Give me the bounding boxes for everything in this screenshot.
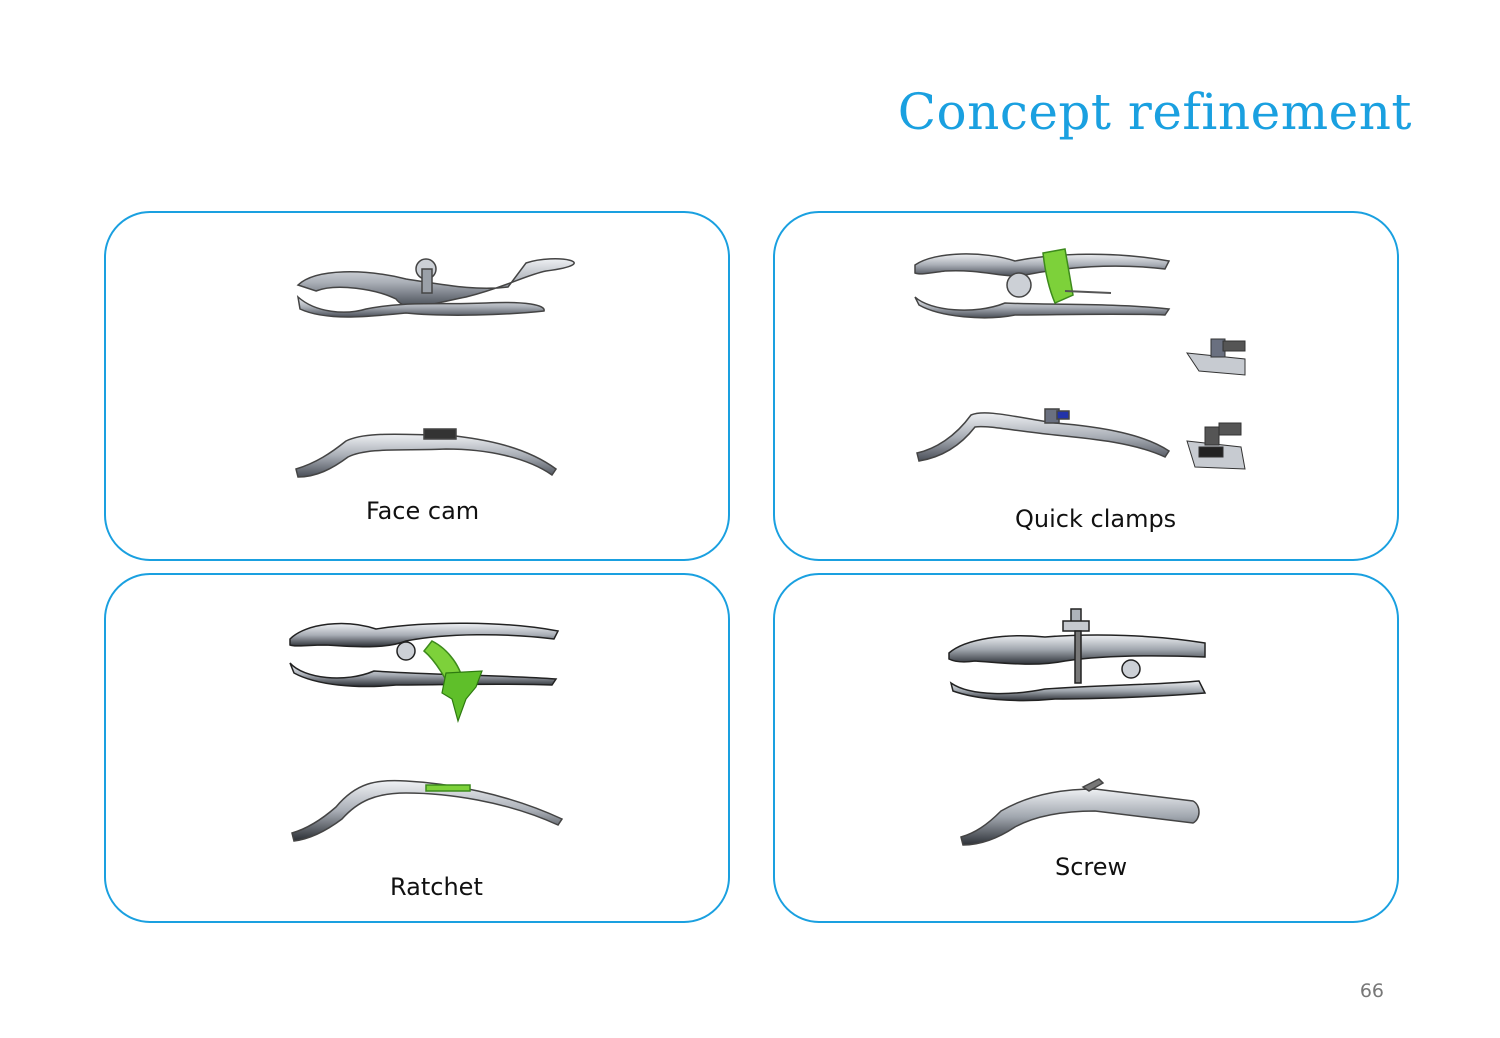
screw-top-view [948,608,1207,702]
concept-card-face-cam: Face cam [104,211,730,561]
screw-sketch [948,608,1207,846]
concept-caption: Ratchet [390,873,483,901]
slide-title: Concept refinement [897,83,1412,141]
ratchet-side-view [291,779,564,842]
concept-card-screw: Screw [773,573,1399,923]
ratchet-top-view [289,622,560,688]
clamp-detail-views [1185,338,1246,470]
concept-card-quick-clamps: Quick clamps [773,211,1399,561]
concept-card-ratchet: Ratchet [104,573,730,923]
screw-side-view [960,778,1200,846]
face-cam-top-view [296,258,575,318]
ratchet-trigger [441,670,483,723]
concept-caption: Quick clamps [1015,505,1177,533]
quick-clamp-lever [1042,248,1074,304]
quick-clamps-top-view [914,253,1171,319]
concept-caption: Face cam [366,497,480,525]
quick-clamps-side-view [916,408,1171,462]
concept-caption: Screw [1055,853,1128,881]
quick-clamps-sketch [914,248,1246,470]
page-number: 66 [1359,980,1384,1002]
ratchet-sketch [289,622,564,842]
face-cam-side-view [295,428,558,478]
face-cam-sketch [295,258,575,478]
